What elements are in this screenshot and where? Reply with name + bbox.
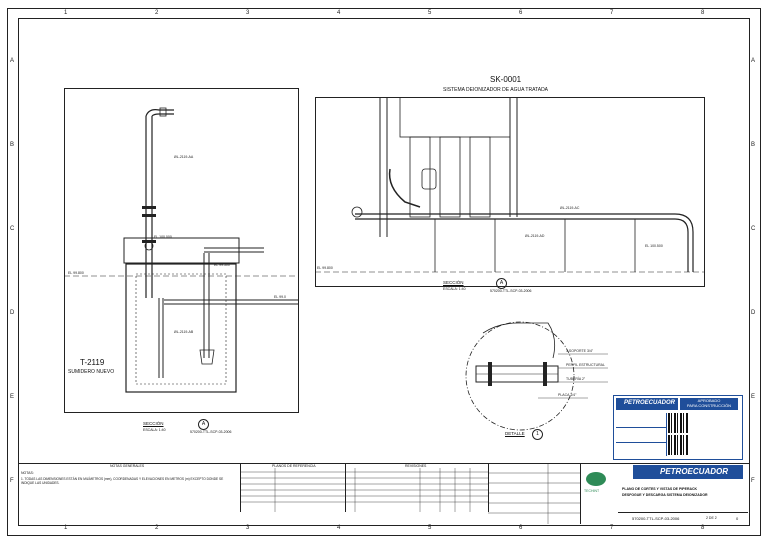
owner-logo-bar xyxy=(633,465,743,479)
zone-row-d: D xyxy=(10,310,15,316)
svg-text:TUBERÍA 2": TUBERÍA 2" xyxy=(566,377,586,381)
section-right-ref: 570200-TTL-SCP-03-2006 xyxy=(490,289,532,293)
svg-text:1 SOPORTE 3/4": 1 SOPORTE 3/4" xyxy=(566,349,594,353)
section-right-number: A xyxy=(496,278,507,289)
section-view-right: ØL-2119-AC EL 100.500 EL 99.800 ØL-2119-… xyxy=(315,97,705,287)
notes-label: NOTAS: xyxy=(21,471,34,475)
detail-number: 1 xyxy=(532,429,543,440)
stamp-qr-code-1 xyxy=(668,413,688,433)
stamp-signature-grid xyxy=(616,413,667,456)
zone-col-2: 2 xyxy=(155,10,159,16)
svg-text:ØL-2119-AA: ØL-2119-AA xyxy=(174,155,194,159)
zone-row-c-right: C xyxy=(751,226,756,232)
zone-col-4: 4 xyxy=(337,10,341,16)
zone-col-7-bottom: 7 xyxy=(610,525,614,531)
contractor-name: TECHINT xyxy=(584,489,600,493)
revision-number: 0 xyxy=(736,516,739,521)
svg-text:ØL-2119-AD: ØL-2119-AD xyxy=(525,234,545,238)
reference-table xyxy=(240,463,346,512)
section-left-ref: 570200-TTL-SCP-03-2006 xyxy=(190,430,232,434)
revisions-header: REVISIONES xyxy=(405,464,427,468)
owner-company: PETROECUADOR xyxy=(660,467,729,476)
drawing-number-box xyxy=(618,512,748,525)
svg-text:EL 99.800: EL 99.800 xyxy=(68,271,84,275)
svg-text:PLACA 1/4": PLACA 1/4" xyxy=(558,393,577,397)
tank-tag: T-2119 xyxy=(80,358,105,367)
revision-rows xyxy=(345,468,488,512)
section-left-number: A xyxy=(198,419,209,430)
svg-text:PERFIL ESTRUCTURAL: PERFIL ESTRUCTURAL xyxy=(566,363,605,367)
zone-col-7: 7 xyxy=(610,10,614,16)
drawing-number: 570200-TTL-SCP-03-2006 xyxy=(632,516,680,521)
zone-row-f: F xyxy=(10,478,14,484)
svg-text:EL 100.000: EL 100.000 xyxy=(154,235,172,239)
zone-col-6-bottom: 6 xyxy=(519,525,523,531)
svg-text:EL 99.800: EL 99.800 xyxy=(317,266,333,270)
drawing-title-line-2: DESFOGUE Y DESCARGA SISTEMA DEIONIZADOR xyxy=(622,493,708,497)
stamp-status-line2: PARA CONSTRUCCIÓN xyxy=(686,403,732,408)
zone-col-2-bottom: 2 xyxy=(155,525,159,531)
revisions-table xyxy=(345,463,489,512)
section-left-scale: ESCALA: 1:40 xyxy=(143,428,166,432)
sheet-number: 2 DE 2 xyxy=(706,516,717,520)
detail-label: DETALLE xyxy=(505,431,525,436)
notes-header: NOTAS GENERALES xyxy=(110,464,145,468)
svg-text:EL 99.500: EL 99.500 xyxy=(214,263,230,267)
zone-col-1-bottom: 1 xyxy=(64,525,68,531)
drawing-title-line-1: PLANO DE CORTES Y VISTAS DE PIPERACK xyxy=(622,487,698,491)
zone-col-1: 1 xyxy=(64,10,68,16)
stamp-status-box: APROBADO PARA CONSTRUCCIÓN xyxy=(680,398,738,410)
section-view-left: ØL-2119-AA EL 100.000 EL 99.500 ØL-2119-… xyxy=(64,88,299,413)
zone-row-a-right: A xyxy=(751,58,756,64)
zone-row-b: B xyxy=(10,142,15,148)
detail-view: 1 SOPORTE 3/4" PERFIL ESTRUCTURAL TUBERÍ… xyxy=(465,321,608,431)
stamp-status-line1: APROBADO xyxy=(697,398,721,403)
zone-col-5: 5 xyxy=(428,10,432,16)
outer-border xyxy=(7,8,761,536)
zone-row-d-right: D xyxy=(751,310,756,316)
note-1: 1. TODAS LAS DIMENSIONES ESTÁN EN MILÍME… xyxy=(21,477,224,485)
zone-row-c: C xyxy=(10,226,15,232)
svg-text:EL 99.0: EL 99.0 xyxy=(274,295,286,299)
approval-rows xyxy=(488,463,580,524)
section-right-scale: ESCALA: 1:40 xyxy=(443,287,466,291)
approvals-box xyxy=(488,463,581,524)
zone-row-b-right: B xyxy=(751,142,756,148)
approval-stamp: PETROECUADOR APROBADO PARA CONSTRUCCIÓN xyxy=(613,395,743,460)
svg-text:EL 100.500: EL 100.500 xyxy=(645,244,663,248)
system-title: SISTEMA DEIONIZADOR DE AGUA TRATADA xyxy=(443,87,549,93)
svg-text:ØL-2119-AB: ØL-2119-AB xyxy=(174,330,194,334)
section-right-label: SECCIÓN xyxy=(443,280,464,285)
tank-description: SUMIDERO NUEVO xyxy=(68,369,115,375)
title-block xyxy=(18,463,750,526)
notes-box xyxy=(18,463,241,512)
zone-row-e: E xyxy=(10,394,15,400)
zone-col-5-bottom: 5 xyxy=(428,525,432,531)
zone-col-3-bottom: 3 xyxy=(246,525,250,531)
stamp-logo-bar xyxy=(616,398,678,410)
zone-row-e-right: E xyxy=(751,394,756,400)
stamp-qr-code-2 xyxy=(668,435,688,455)
zone-col-6: 6 xyxy=(519,10,523,16)
zone-col-8: 8 xyxy=(701,10,705,16)
system-tag: SK-0001 xyxy=(490,75,522,84)
svg-text:ØL-2119-AC: ØL-2119-AC xyxy=(560,206,580,210)
zone-col-3: 3 xyxy=(246,10,250,16)
zone-col-4-bottom: 4 xyxy=(337,525,341,531)
contractor-logo xyxy=(586,472,606,486)
zone-row-a: A xyxy=(10,58,15,64)
zone-row-f-right: F xyxy=(751,478,755,484)
reference-rows xyxy=(240,468,345,512)
stamp-company: PETROECUADOR xyxy=(624,400,676,406)
section-left-label: SECCIÓN xyxy=(143,421,164,426)
reference-header: PLANOS DE REFERENCIA xyxy=(272,464,316,468)
zone-col-8-bottom: 8 xyxy=(701,525,705,531)
